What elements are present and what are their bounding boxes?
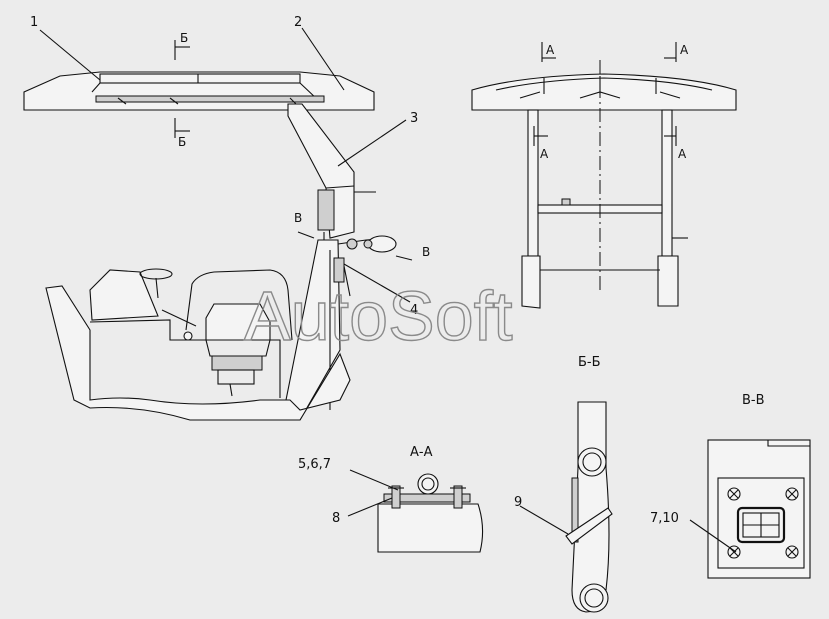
section-mark-v-left: В xyxy=(294,211,302,225)
callout-567: 5,6,7 xyxy=(298,457,331,472)
aa-tube xyxy=(417,473,439,495)
section-mark-a-br: А xyxy=(678,147,687,161)
view-title-aa: А-А xyxy=(410,445,433,460)
steering-wheel xyxy=(139,268,173,280)
front-view xyxy=(471,42,737,309)
canopy-mast xyxy=(287,103,355,239)
detail-9 xyxy=(565,401,613,613)
callout-4: 4 xyxy=(410,303,418,318)
section-mark-a-bl: А xyxy=(540,147,549,161)
canopy-roof xyxy=(23,71,375,111)
roll-bar xyxy=(185,269,293,341)
front-canopy xyxy=(471,73,737,111)
canopy-frame xyxy=(99,73,301,84)
view-title-vv: В-В xyxy=(742,393,765,408)
callout-3: 3 xyxy=(410,111,418,126)
mast-bracket xyxy=(317,189,335,231)
seat-spring xyxy=(211,355,263,371)
right-leg xyxy=(661,109,673,257)
hood xyxy=(89,269,159,321)
section-vv xyxy=(707,439,811,579)
section-aa xyxy=(377,473,484,553)
side-view xyxy=(23,40,413,421)
support-post xyxy=(281,239,341,421)
d9-pin xyxy=(565,507,613,545)
view-title-bb: Б-Б xyxy=(578,355,601,370)
callout-710: 7,10 xyxy=(650,511,679,526)
watermark: AutoSoft xyxy=(244,277,513,355)
tractor-body xyxy=(45,285,351,421)
callout-9: 9 xyxy=(514,495,522,510)
leader-lines xyxy=(39,27,737,553)
left-leg xyxy=(527,109,539,257)
section-mark-a-tr: А xyxy=(680,43,689,57)
aa-body xyxy=(377,503,484,553)
section-mark-v-right: В xyxy=(422,245,430,259)
canopy-rail xyxy=(95,95,325,103)
section-mark-a-tl: А xyxy=(546,43,555,57)
callout-8: 8 xyxy=(332,511,340,526)
callout-2: 2 xyxy=(294,15,302,30)
callout-1: 1 xyxy=(30,15,38,30)
section-mark-b-bottom: Б xyxy=(178,135,186,149)
section-mark-b-top: Б xyxy=(180,31,188,45)
